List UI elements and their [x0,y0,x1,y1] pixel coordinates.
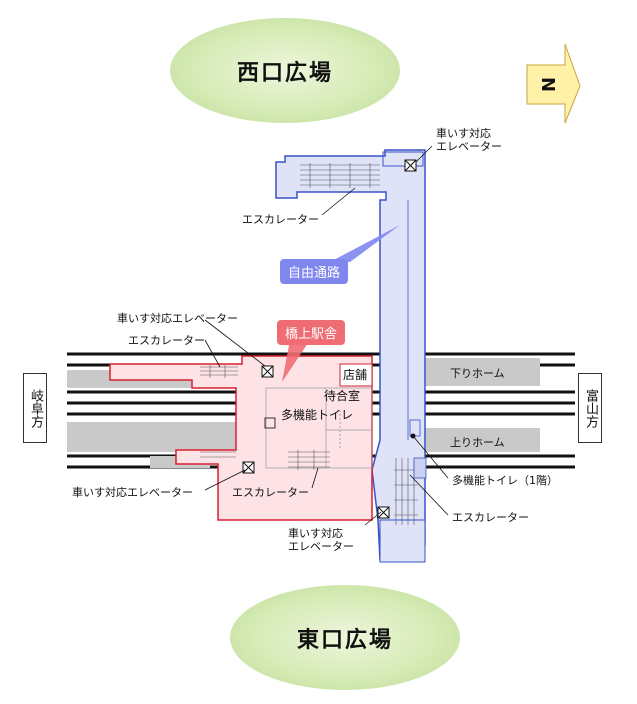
multi-toilet-label: 多機能トイレ [281,408,354,422]
elevator-s-line2: エレベーター [288,540,354,553]
station-badge: 橋上駅舎 [277,320,346,345]
escalator-sw-callout: エスカレーター [232,486,309,499]
elevator-sw-callout: 車いす対応エレベーター [72,486,193,499]
elevator-ne-line2: エレベーター [436,140,502,153]
free-passage-badge: 自由通路 [280,259,349,284]
escalator-n-callout: エスカレーター [242,213,319,226]
station-building-area [109,355,373,521]
elevator-s-line1: 車いす対応 [288,527,343,540]
free-passage-area [275,149,427,563]
up-platform-label: 上りホーム [450,436,505,449]
east-plaza-label: 東口広場 [296,627,393,653]
callout-leaders [204,145,449,526]
gifu-direction: 岐阜方 [23,373,47,443]
shop-label: 店舗 [343,368,368,382]
free-passage-pointer [330,225,400,262]
east-plaza: 東口広場 [230,585,460,690]
elevator-ne-callout: 車いす対応 エレベーター [436,127,502,153]
north-letter: N [537,76,559,93]
elevator-icon-sw [242,461,255,474]
north-arrow-icon [526,43,581,124]
multi-toilet-1f-callout: 多機能トイレ（1階） [452,474,558,487]
elevator-ne-line1: 車いす対応 [436,127,491,140]
down-platform-label: 下りホーム [450,367,505,380]
west-plaza-label: 西口広場 [236,60,333,86]
waiting-room-label: 待合室 [324,389,361,403]
elevator-markers [242,159,417,519]
escalator-w-callout: エスカレーター [128,334,205,347]
elevator-s-callout: 車いす対応 エレベーター [288,527,354,553]
west-plaza: 西口広場 [170,18,400,123]
elevator-icon-w [261,365,274,378]
elevator-icon-ne [404,159,417,172]
toilet-1f-marker [410,433,416,439]
elevator-w-callout: 車いす対応エレベーター [117,312,238,325]
elevator-icon-s [377,506,390,519]
station-pointer [282,340,310,382]
toyama-direction: 富山方 [578,373,602,443]
escalator-se-callout: エスカレーター [452,511,529,524]
